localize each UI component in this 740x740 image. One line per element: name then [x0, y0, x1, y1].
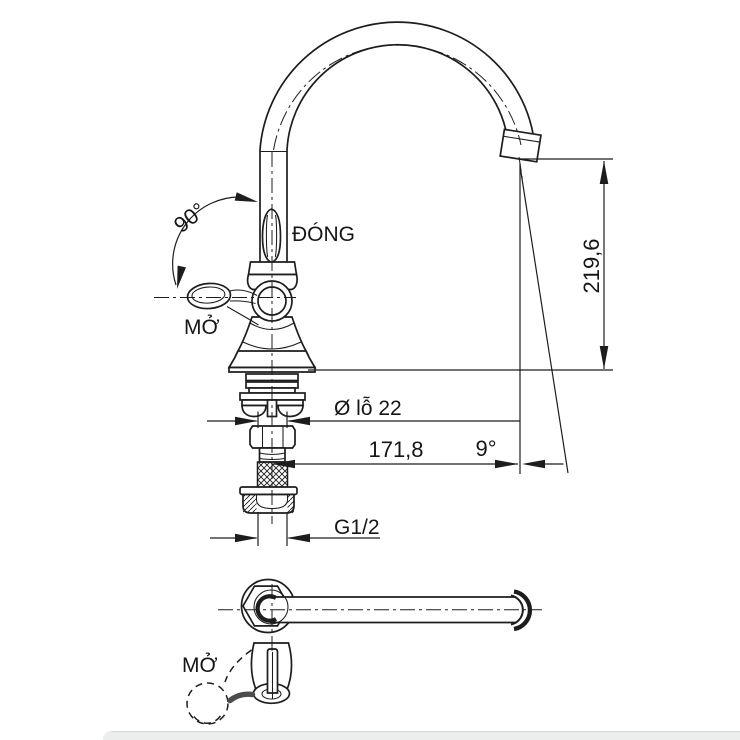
dim-hole-diameter: Ø lỗ 22: [207, 397, 520, 428]
centerlines-top: [218, 584, 542, 654]
dim-outlet-angle: 9°: [475, 163, 569, 474]
dim-label-swing-angle: 90°: [169, 198, 211, 238]
shank-nut: [249, 425, 296, 449]
label-open-top: MỞ: [182, 653, 218, 677]
top-view: MỞ: [182, 578, 542, 725]
valve-ring-bold: [255, 594, 278, 623]
dim-spout-reach: 171,8: [272, 437, 518, 469]
hose-end-nut: [239, 486, 298, 514]
aerator: [499, 128, 542, 163]
faucet-body: [227, 316, 317, 373]
dim-spout-height: 219,6: [308, 158, 613, 371]
shadow-band: [103, 731, 740, 740]
handle-plan: [250, 642, 293, 705]
valve-ring-outer: [253, 589, 289, 625]
dim-label-outlet-angle: 9°: [475, 436, 496, 461]
dim-label-spout-reach: 171,8: [368, 437, 423, 462]
label-open-front: MỞ: [184, 315, 220, 339]
handle-plan-dashed: [186, 649, 256, 725]
gooseneck-spout: [259, 21, 542, 262]
dim-label-spout-height: 219,6: [579, 238, 604, 293]
dim-label-hole-diameter: Ø lỗ 22: [334, 397, 402, 420]
label-closed: ĐÓNG: [292, 223, 355, 246]
front-view: [154, 21, 542, 524]
dim-label-inlet-thread: G1/2: [334, 516, 380, 539]
handle-grip-accent: [227, 691, 256, 704]
dim-swing-angle: 90°: [169, 192, 258, 289]
base-hex: [242, 585, 290, 627]
dim-inlet-thread: G1/2: [210, 512, 380, 546]
